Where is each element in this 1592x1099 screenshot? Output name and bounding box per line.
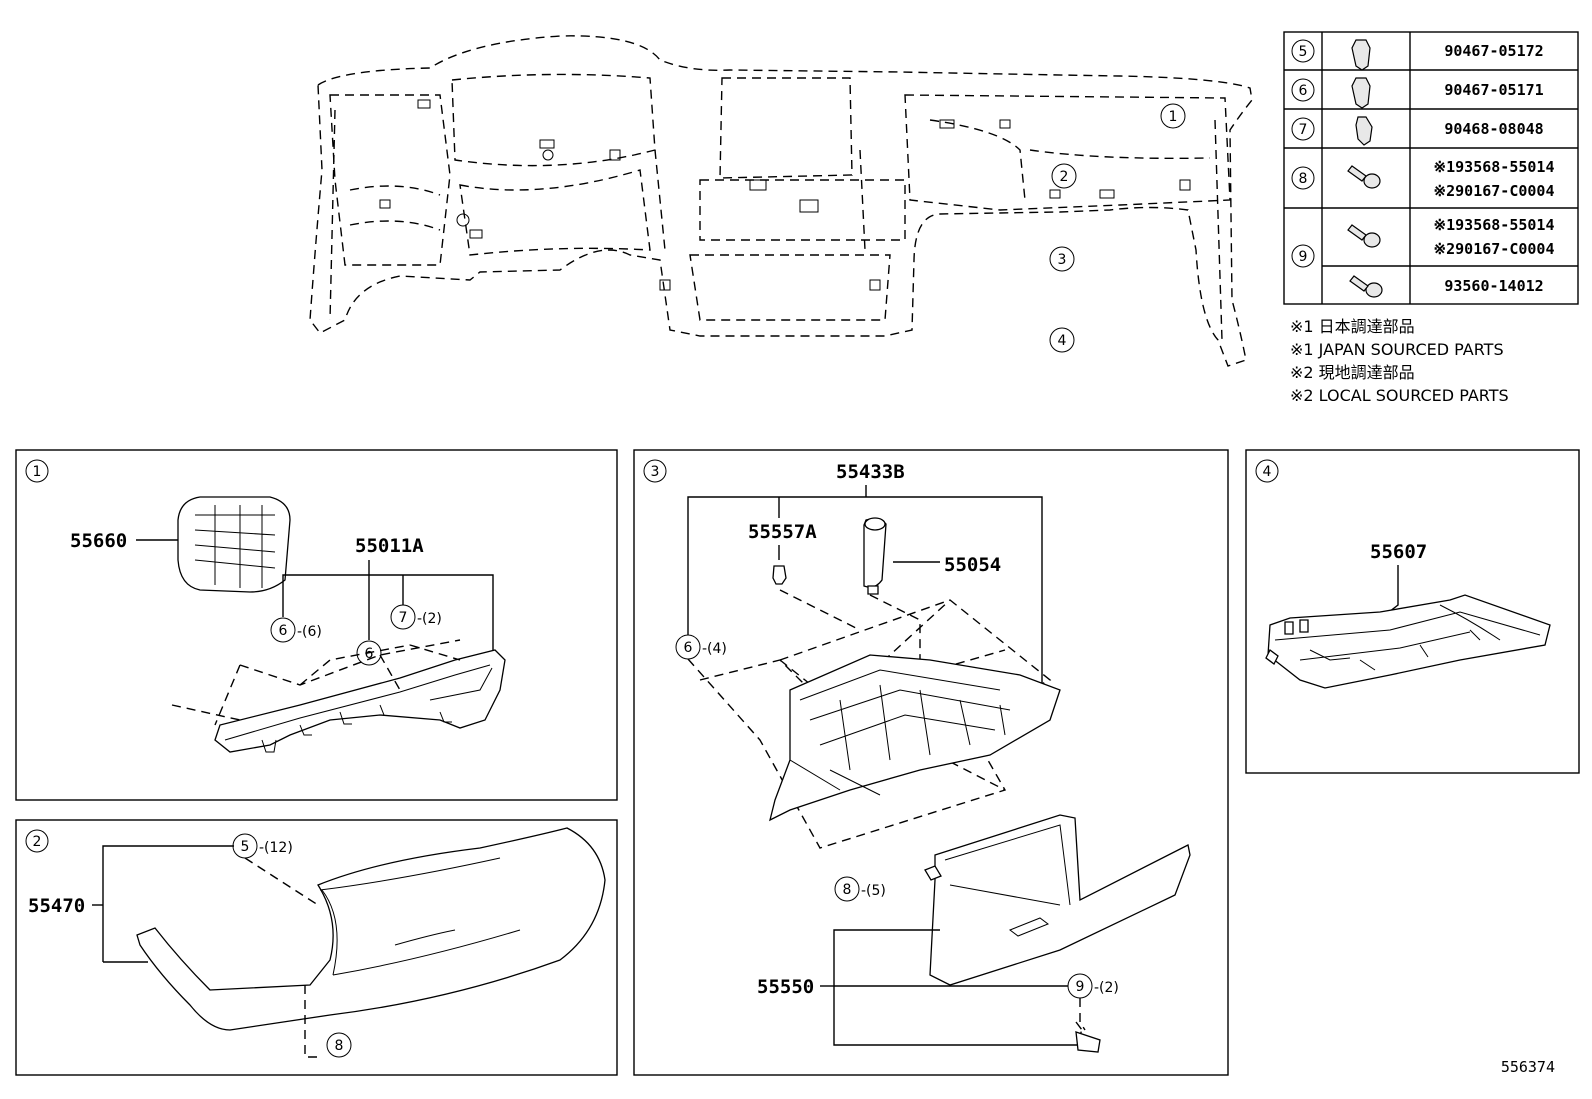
dashboard-callout-3-label: 3 bbox=[1058, 252, 1067, 268]
row-number: 6 bbox=[1299, 83, 1308, 99]
dashboard-callout-4-label: 4 bbox=[1058, 333, 1067, 349]
note-line: ※1 日本調達部品 bbox=[1290, 317, 1415, 336]
callout-8: 8 bbox=[326, 1032, 352, 1058]
damper-part bbox=[863, 517, 887, 595]
panel-3: 3 55433B 55557A 55054 6 -(4) 8 -(5) bbox=[633, 449, 1229, 1076]
callout-5-number: 5 bbox=[241, 839, 250, 855]
callout-6-qty: -(4) bbox=[702, 641, 727, 657]
callout-5: 5 -(12) bbox=[232, 833, 293, 859]
clip-part bbox=[772, 565, 787, 585]
part-label-55470: 55470 bbox=[28, 895, 85, 917]
callout-6-p3: 6 -(4) bbox=[675, 634, 727, 660]
panel-4: 4 55607 bbox=[1245, 449, 1580, 774]
part-label-55557A: 55557A bbox=[748, 521, 817, 543]
dashboard-callout-3: 3 bbox=[1049, 246, 1075, 272]
callout-6b: 6 bbox=[356, 640, 382, 666]
row-number: 5 bbox=[1299, 44, 1308, 60]
glovebox-housing-part bbox=[769, 654, 1061, 822]
air-vent-part bbox=[177, 496, 291, 593]
part-label-55660: 55660 bbox=[70, 530, 127, 552]
dashboard-callout-2: 2 bbox=[1051, 163, 1077, 189]
panel-1: 1 55660 55011A 6 -(6) 7 -(2) 6 bbox=[15, 449, 618, 801]
notes: ※1 日本調達部品 ※1 JAPAN SOURCED PARTS ※2 現地調達… bbox=[1290, 317, 1509, 405]
part-number: 90468-08048 bbox=[1444, 120, 1543, 138]
callout-6-number: 6 bbox=[279, 623, 288, 639]
panel-1-number: 1 bbox=[33, 464, 42, 480]
callout-6-qty: -(6) bbox=[297, 624, 322, 640]
callout-8-number: 8 bbox=[843, 882, 852, 898]
screw-icon bbox=[1349, 275, 1383, 298]
part-number: ※193568-55014 bbox=[1434, 216, 1555, 234]
dashboard-callout-1: 1 bbox=[1160, 103, 1186, 129]
callout-9-number: 9 bbox=[1076, 979, 1085, 995]
part-number: 90467-05171 bbox=[1444, 81, 1543, 99]
dashboard-callout-1-label: 1 bbox=[1169, 109, 1178, 125]
callout-7-qty: -(2) bbox=[417, 611, 442, 627]
part-label-55433B: 55433B bbox=[836, 461, 905, 483]
callout-7: 7 -(2) bbox=[390, 604, 442, 630]
dashboard-callout-2-label: 2 bbox=[1060, 169, 1069, 185]
screw-icon bbox=[1347, 224, 1381, 248]
undercover-part bbox=[1265, 594, 1551, 689]
clip-icon bbox=[1355, 116, 1373, 146]
callout-8-qty: -(5) bbox=[861, 883, 886, 899]
panel-2: 2 55470 5 -(12) 8 bbox=[15, 819, 618, 1076]
fastener-table: 5 90467-05172 6 90467-05171 7 90468-0804… bbox=[1283, 31, 1579, 305]
part-number: 90467-05172 bbox=[1444, 42, 1543, 60]
callout-9-qty: -(2) bbox=[1094, 980, 1119, 996]
callout-7-number: 7 bbox=[399, 610, 408, 626]
callout-8-number: 8 bbox=[335, 1038, 344, 1054]
clip-icon bbox=[1351, 39, 1371, 71]
panel-4-number: 4 bbox=[1263, 464, 1272, 480]
table-row: 6 90467-05171 bbox=[1291, 77, 1544, 109]
table-row: 5 90467-05172 bbox=[1291, 39, 1544, 71]
dashboard-callout-4: 4 bbox=[1049, 327, 1075, 353]
part-number: ※290167-C0004 bbox=[1434, 240, 1555, 258]
clip-icon bbox=[1351, 77, 1371, 109]
table-row: 8 ※193568-55014 ※290167-C0004 bbox=[1291, 158, 1555, 200]
part-number: 93560-14012 bbox=[1444, 277, 1543, 295]
illustration-ref-number: 556374 bbox=[1501, 1058, 1555, 1076]
part-label-55607: 55607 bbox=[1370, 541, 1427, 563]
row-number: 8 bbox=[1299, 171, 1308, 187]
callout-5-qty: -(12) bbox=[259, 840, 293, 856]
note-line: ※2 LOCAL SOURCED PARTS bbox=[1290, 386, 1509, 405]
row-number: 9 bbox=[1299, 249, 1308, 265]
row-number: 7 bbox=[1299, 122, 1308, 138]
dashboard-outline bbox=[309, 35, 1253, 367]
note-line: ※2 現地調達部品 bbox=[1290, 363, 1415, 382]
bracket-part bbox=[214, 649, 506, 753]
table-row: 9 ※193568-55014 ※290167-C0004 93560-1401… bbox=[1291, 216, 1555, 298]
part-label-55011A: 55011A bbox=[355, 535, 424, 557]
part-number: ※193568-55014 bbox=[1434, 158, 1555, 176]
table-row: 7 90468-08048 bbox=[1291, 116, 1544, 146]
callout-9: 9 -(2) bbox=[1067, 973, 1119, 999]
part-number: ※290167-C0004 bbox=[1434, 182, 1555, 200]
part-label-55550: 55550 bbox=[757, 976, 814, 998]
callout-6: 6 -(6) bbox=[270, 617, 322, 643]
part-label-55054: 55054 bbox=[944, 554, 1001, 576]
panel-3-number: 3 bbox=[651, 464, 660, 480]
callout-6-number: 6 bbox=[684, 640, 693, 656]
callout-6b-number: 6 bbox=[365, 646, 374, 662]
screw-icon bbox=[1347, 165, 1381, 189]
note-line: ※1 JAPAN SOURCED PARTS bbox=[1290, 340, 1504, 359]
lower-panel-part bbox=[136, 827, 606, 1031]
lock-striker-part bbox=[1075, 1031, 1101, 1053]
callout-8-p3: 8 -(5) bbox=[834, 876, 886, 902]
glovebox-door-part bbox=[924, 814, 1191, 986]
panel-2-number: 2 bbox=[33, 834, 42, 850]
